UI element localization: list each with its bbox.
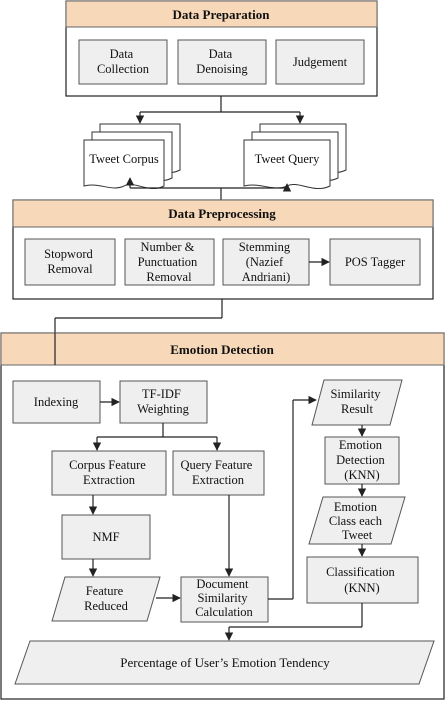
corpus-feature-extraction-label: Corpus Feature Extraction xyxy=(69,458,149,487)
stopword-removal-box xyxy=(24,238,116,286)
percentage-label: Percentage of User’s Emotion Tendency xyxy=(120,655,330,670)
tweet-corpus-label: Tweet Corpus xyxy=(89,152,159,166)
query-feature-extraction-label: Query Feature Extraction xyxy=(181,458,256,487)
data-preprocessing-title: Data Preprocessing xyxy=(168,206,276,221)
tweet-query-doc: Tweet Query xyxy=(243,123,347,190)
similarity-result-label: Similarity Result xyxy=(330,387,383,416)
connector-docsim-result xyxy=(268,395,317,600)
emotion-class-shape xyxy=(308,496,406,545)
data-collection-label: Data Collection xyxy=(97,47,150,76)
judgement-box xyxy=(275,39,365,85)
feature-reduced-shape xyxy=(51,576,161,622)
judgement-label: Judgement xyxy=(293,55,348,69)
data-preparation-section: Data Preparation Data Collection Data De… xyxy=(65,0,378,97)
data-preprocessing-header xyxy=(12,199,434,228)
data-denoising-label: Data Denoising xyxy=(196,47,248,76)
percentage-shape xyxy=(14,640,435,685)
pos-tagger-label: POS Tagger xyxy=(345,255,406,269)
tweet-corpus-doc: Tweet Corpus xyxy=(83,123,181,190)
feature-reduced-label: Feature Reduced xyxy=(84,584,128,613)
data-preparation-title: Data Preparation xyxy=(173,7,271,22)
nmf-label: NMF xyxy=(92,530,119,544)
emotion-detection-knn-label: Emotion Detection (KNN) xyxy=(336,438,388,482)
stemming-label: Stemming (Nazief Andriani) xyxy=(239,240,294,284)
stemming-box xyxy=(222,238,310,286)
indexing-label: Indexing xyxy=(34,395,79,409)
document-similarity-calculation-box xyxy=(180,576,269,623)
tfidf-weighting-label: TF-IDF Weighting xyxy=(137,387,190,416)
connector-prep-docs xyxy=(135,96,305,124)
connector-tfidf-split xyxy=(92,423,222,451)
nmf-box xyxy=(61,514,151,560)
document-similarity-calculation-label: Document Similarity Calculation xyxy=(195,577,253,619)
data-denoising-box xyxy=(177,39,267,85)
connector-preproc-docs xyxy=(125,177,292,200)
data-preparation-header xyxy=(65,0,378,28)
similarity-result-shape xyxy=(311,379,403,426)
indexing-box xyxy=(12,380,101,424)
stopword-removal-label: Stopword Removal xyxy=(44,247,96,276)
data-preprocessing-section: Data Preprocessing Stopword Removal Numb… xyxy=(12,199,434,300)
number-punctuation-removal-label: Number & Punctuation Removal xyxy=(138,240,201,284)
connector-classification-percentage xyxy=(224,603,363,641)
emotion-detection-knn-box xyxy=(324,436,400,485)
number-punctuation-removal-box xyxy=(124,238,215,286)
emotion-detection-title: Emotion Detection xyxy=(170,342,274,357)
emotion-class-label: Emotion Class each Tweet xyxy=(329,500,385,542)
corpus-feature-extraction-box xyxy=(51,450,167,496)
data-collection-box xyxy=(78,39,168,85)
classification-knn-label: Classification (KNN) xyxy=(326,565,398,595)
pos-tagger-box xyxy=(329,238,421,286)
tfidf-weighting-box xyxy=(119,380,208,424)
query-feature-extraction-box xyxy=(172,450,265,496)
emotion-detection-header xyxy=(0,332,445,366)
tweet-query-label: Tweet Query xyxy=(255,152,320,166)
classification-knn-box xyxy=(306,556,419,604)
